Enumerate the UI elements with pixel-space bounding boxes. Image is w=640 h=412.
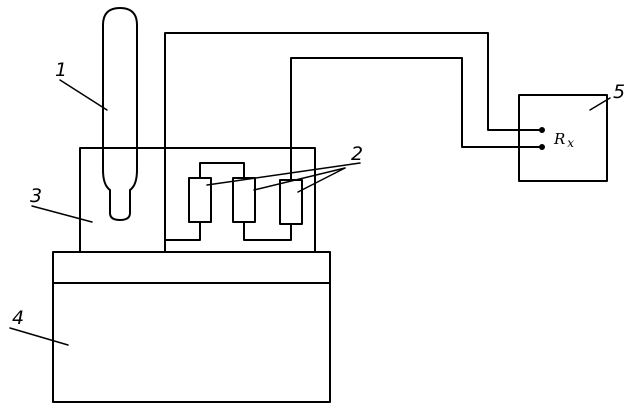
base-block [52, 251, 331, 403]
label-resistors: 2 [351, 143, 363, 165]
meter-symbol-sub: x [567, 136, 574, 150]
inner-lead-wire [290, 57, 543, 181]
label-meter: 5 [613, 81, 625, 103]
resistor-3 [279, 179, 303, 225]
resistor-group [188, 177, 303, 225]
resistor-wiring [164, 162, 292, 241]
label-lamp: 1 [55, 59, 67, 81]
meter-terminal-top [539, 127, 545, 133]
leader-resistor-1 [206, 162, 361, 186]
leader-base [9, 327, 69, 346]
outer-lead-wire [164, 32, 543, 149]
label-housing: 3 [30, 185, 42, 207]
lead-wires [164, 32, 543, 181]
meter-terminal-bottom [539, 144, 545, 150]
housing-box [79, 147, 316, 253]
part-labels: 1 2 3 4 5 [12, 59, 625, 329]
label-base: 4 [12, 307, 24, 329]
leader-resistor-2 [253, 167, 346, 191]
leader-resistor-3 [297, 167, 346, 193]
leader-lines [9, 79, 611, 346]
leader-housing [31, 205, 93, 223]
leader-meter [589, 97, 611, 111]
leader-lamp [59, 79, 108, 111]
meter-symbol-main: R [553, 130, 565, 148]
lamp-bulb [102, 7, 138, 221]
resistor-2 [232, 177, 256, 223]
